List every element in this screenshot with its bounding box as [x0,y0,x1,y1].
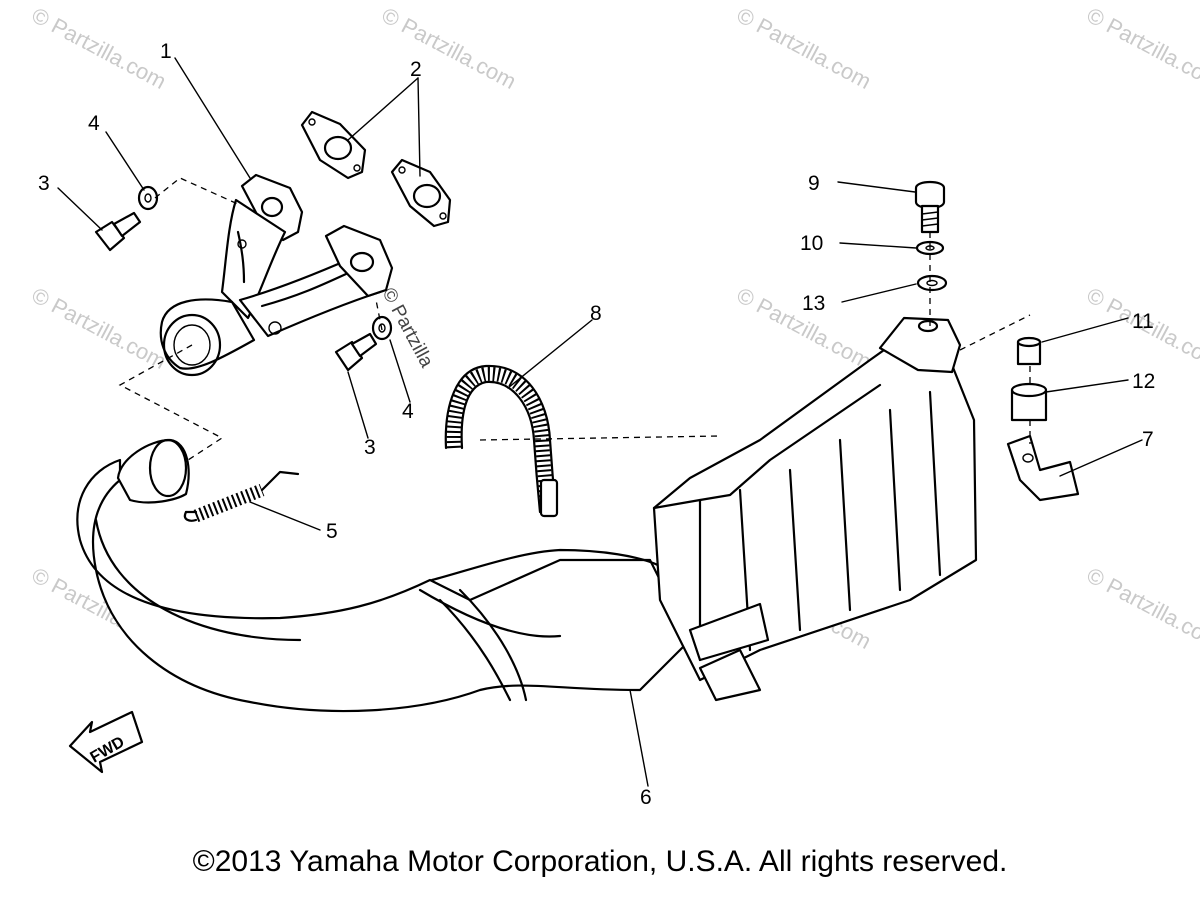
callout-4-lower: 4 [402,400,414,423]
callout-9: 9 [808,172,820,195]
muffler-part-6 [76,316,978,713]
watermark: © Partzilla.com [1083,2,1200,94]
bolt-part-3-upper [94,211,142,252]
watermark: © Partzilla.com [28,2,171,94]
manifold-part-1 [159,173,394,377]
watermark: © Partzilla.com [733,2,876,94]
callout-3: 3 [38,172,50,195]
spring-part-5 [183,470,300,523]
washer-part-4-upper [137,185,159,211]
leader-lines [57,57,1143,787]
callout-11: 11 [1132,310,1154,333]
callout-1: 1 [160,40,172,63]
collar-part-11 [1016,336,1042,366]
bolt-part-3-lower [334,332,378,372]
bracket-part-7 [1006,434,1080,502]
damper-part-12 [1010,382,1048,422]
callout-4: 4 [88,112,100,135]
callout-8: 8 [590,302,602,325]
gasket-part-2 [300,110,452,228]
callout-3-lower: 3 [364,436,376,459]
watermark: © Partzilla.com [28,282,171,374]
watermark: © Partzilla.com [1083,562,1200,654]
callout-12: 12 [1132,370,1155,393]
callout-7: 7 [1142,428,1154,451]
spring-part-8 [444,364,721,518]
bolt-part-9 [914,180,946,234]
callout-13: 13 [802,292,825,315]
callout-2: 2 [410,58,422,81]
callout-5: 5 [326,520,338,543]
callout-10: 10 [800,232,823,255]
washer-part-13 [916,274,948,292]
callout-6: 6 [640,786,652,809]
callout-labels: 1 2 3 4 3 4 5 6 7 8 9 10 11 12 13 [38,40,1155,809]
fwd-arrow: FWD [68,710,144,774]
copyright-notice: ©2013 Yamaha Motor Corporation, U.S.A. A… [192,845,1008,878]
assembly-guide-lines [118,177,1031,463]
watermark: © Partzilla.com [378,2,521,94]
